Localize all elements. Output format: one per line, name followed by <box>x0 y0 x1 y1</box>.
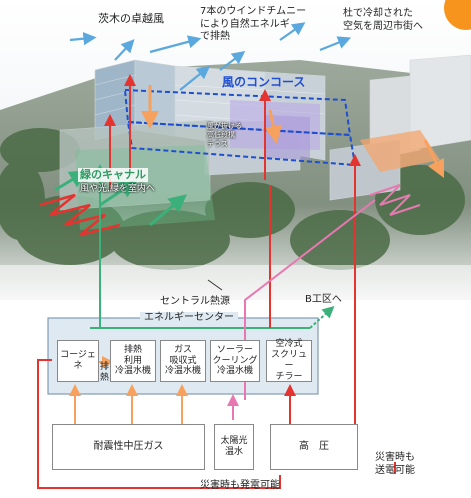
air-cooled-screw-chiller-box: 空冷式 スクリュー チラー <box>266 339 312 382</box>
b-zone-label: B工区へ <box>305 294 342 305</box>
canal-title: 緑のキャナル <box>78 168 148 182</box>
central-heat-label: セントラル熱源 <box>160 296 230 307</box>
red-disaster-power-line <box>37 359 281 489</box>
wind-label: 茨木の卓越風 <box>98 12 164 25</box>
chimney-label: 7本のウインドチムニー により自然エネルギ で排熱 <box>200 6 307 42</box>
canal-subtitle: 風や光,緑を室内へ <box>80 184 155 194</box>
energy-center-title: エネルギーセンター <box>140 312 238 325</box>
exhaust-heat-label: 排 熱 <box>100 362 110 384</box>
cooled-air-label: 杜で冷却された 空気を周辺市街へ <box>343 8 423 32</box>
cooling-air-arrows <box>141 85 445 179</box>
green-b-zone-line <box>309 305 335 329</box>
wind-arrow-icon <box>69 22 352 91</box>
terrace-label: 風が抜ける 高低段構 テラス <box>207 122 242 148</box>
gas-absorption-chiller-box: ガス 吸収式 冷温水機 <box>160 340 206 382</box>
aerial-photo <box>0 54 471 305</box>
disaster-power-gen-label: 災害時も発電可能 <box>200 480 280 491</box>
disaster-power-send-label: 災害時も 送電可能 <box>375 452 415 476</box>
pink-zigzag-pipe <box>369 184 421 216</box>
sun-icon <box>444 0 471 30</box>
concourse-label: 風のコンコース <box>222 75 306 89</box>
gas-supply-box: 耐震性中圧ガス <box>52 424 205 470</box>
high-voltage-box: 高 圧 <box>270 424 358 470</box>
canal-arrows <box>54 170 187 227</box>
gas-supply-arrows <box>69 384 188 424</box>
solar-hot-water-box: 太陽光 温水 <box>214 424 254 470</box>
cogeneration-box: コージェネ <box>57 340 99 382</box>
solar-cooling-chiller-box: ソーラー クーリング 冷温水機 <box>210 340 260 382</box>
exhaust-heat-chiller-box: 排熱 利用 冷温水機 <box>110 340 156 382</box>
red-zigzag-pipe <box>39 193 121 237</box>
central-heat-pointer <box>207 279 223 291</box>
